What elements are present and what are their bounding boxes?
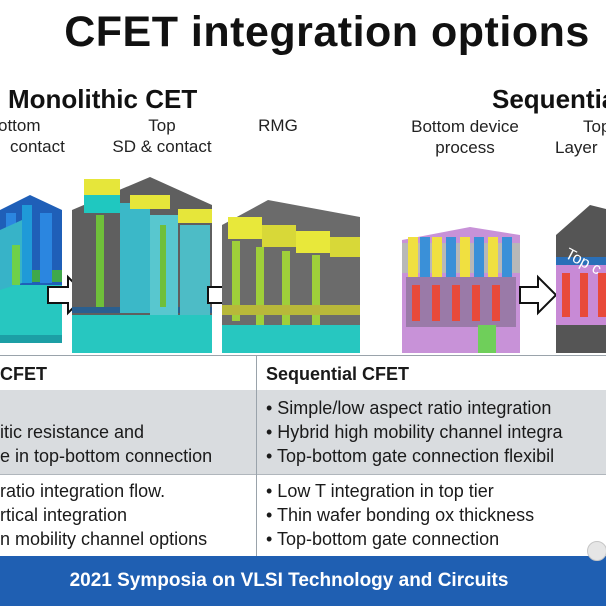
row1-left-line2: itic resistance and bbox=[0, 422, 145, 442]
structure-bottom-sd bbox=[0, 195, 62, 343]
comparison-table: CFET Sequential CFET itic resistance and… bbox=[0, 355, 606, 556]
arrow-3 bbox=[519, 274, 558, 316]
sequential-section-title: Sequentia bbox=[492, 84, 606, 114]
row2-left-line3: n mobility channel options bbox=[0, 529, 208, 549]
table-header-row: CFET Sequential CFET bbox=[0, 355, 606, 391]
row1-right-line2: • Hybrid high mobility channel integra bbox=[266, 422, 563, 442]
table-row: ratio integration flow. rtical integrati… bbox=[0, 475, 606, 556]
header-monolithic: CFET bbox=[0, 364, 47, 384]
header-sequential: Sequential CFET bbox=[266, 364, 410, 384]
structure-rmg bbox=[222, 200, 360, 353]
table-row: itic resistance and e in top-bottom conn… bbox=[0, 390, 606, 475]
structure-top-layer: Top c bbox=[556, 205, 606, 353]
footer-banner: 2021 Symposia on VLSI Technology and Cir… bbox=[0, 556, 606, 606]
row2-left-line1: ratio integration flow. bbox=[0, 481, 166, 501]
row2-left-line2: rtical integration bbox=[0, 505, 128, 525]
row1-right-line3: • Top-bottom gate connection flexibil bbox=[266, 446, 555, 466]
footer-text: 2021 Symposia on VLSI Technology and Cir… bbox=[69, 570, 509, 591]
monolithic-section-title: Monolithic CET bbox=[8, 84, 198, 114]
watermark-badge-icon bbox=[587, 541, 606, 561]
row1-left-line3: e in top-bottom connection bbox=[0, 446, 213, 466]
structure-top-sd bbox=[72, 177, 212, 353]
row2-right-line1: • Low T integration in top tier bbox=[266, 481, 494, 501]
structure-bottom-device bbox=[402, 227, 520, 353]
column-divider bbox=[256, 355, 257, 556]
row1-right-line1: • Simple/low aspect ratio integration bbox=[266, 398, 552, 418]
row2-right-line2: • Thin wafer bonding ox thickness bbox=[266, 505, 535, 525]
step-rmg-label: RMG bbox=[258, 116, 298, 135]
process-illustrations: Top c bbox=[0, 177, 606, 353]
slide-title: CFET integration options bbox=[64, 8, 590, 56]
row2-right-line3: • Top-bottom gate connection bbox=[266, 529, 500, 549]
